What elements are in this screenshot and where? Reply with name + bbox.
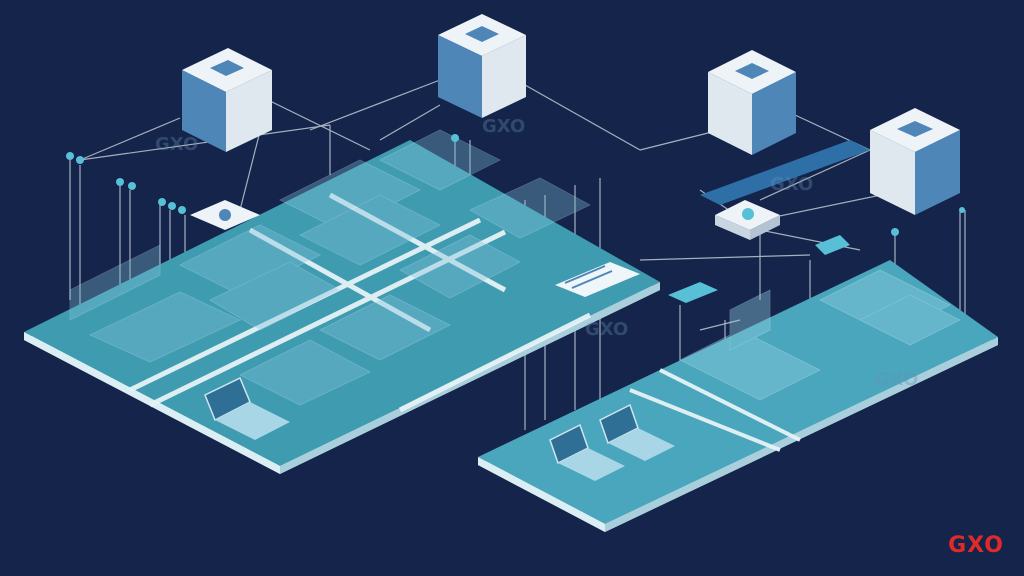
banner-strip: [700, 140, 870, 205]
watermark-text: GXO: [155, 134, 198, 155]
laptop-icon: [204, 376, 290, 440]
watermark-text: GXO: [875, 369, 918, 390]
watermark-text: GXO: [770, 174, 813, 195]
watermark-text: GXO: [482, 116, 525, 137]
server-cube-3: [708, 50, 796, 155]
tag-icon: [668, 235, 850, 303]
watermark-text: GXO: [585, 319, 628, 340]
laptop-icon-2: [549, 423, 625, 481]
label-plate-icon: [555, 262, 640, 297]
brand-logo: GXO: [948, 533, 1004, 558]
sensor-pins: [66, 134, 965, 236]
server-cube-4: [870, 108, 960, 215]
server-cube-2: [438, 14, 526, 118]
router-icon: [190, 200, 260, 230]
left-platform: [24, 129, 660, 474]
server-cube-1: [182, 48, 272, 152]
left-platform-rack-blocks: [69, 129, 591, 406]
right-platform: [478, 235, 998, 532]
watermarks: GXO GXO GXO GXO GXO: [155, 116, 918, 390]
hub-icon: [715, 200, 780, 240]
right-platform-rack-blocks: [679, 269, 961, 401]
laptop-icon-3: [599, 403, 675, 461]
